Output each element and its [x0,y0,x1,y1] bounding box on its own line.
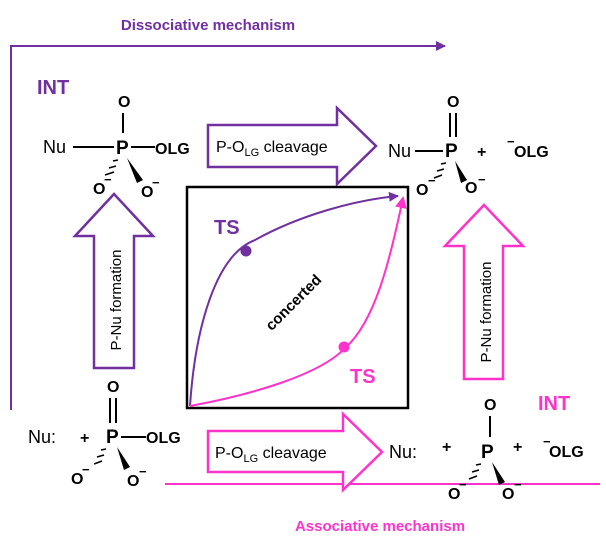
svg-text:−: − [82,462,90,477]
atom-o-top: O [484,397,496,414]
arrow-cleavage-bottom [206,411,384,493]
atom-o-right: O [127,473,139,490]
atom-olg: OLG [146,430,181,447]
concerted-pathway-box [185,185,410,410]
int-label-associative: INT [538,393,570,415]
svg-text:−: − [507,134,515,149]
atom-o-right: O [465,180,477,197]
molecule-phosphate-reactant: O Nu: + P OLG O − O − [28,379,181,490]
svg-text:−: − [152,175,160,190]
svg-text:−: − [459,477,467,492]
ts-label-pink: TS [350,366,376,388]
plus-sign-2: + [513,439,522,456]
atom-o-top: O [107,379,119,396]
atom-nu-colon: Nu: [28,427,56,447]
svg-text:−: − [139,464,147,479]
arrow-formation-right-label: P-Nu formation [478,262,495,363]
atom-nu: Nu [388,141,411,161]
atom-p: P [116,138,129,159]
molecule-metaphosphorane-intermediate: O Nu P OLG O − O − [43,94,190,201]
arrow-cleavage-top-label: P-OLG cleavage [216,139,328,159]
atom-o-left: O [71,471,83,488]
atom-o-top: O [447,94,459,111]
atom-p: P [106,427,119,448]
atom-nu: Nu [43,137,66,157]
atom-o-right: O [502,486,514,503]
ts-label-purple: TS [214,217,240,239]
dissociative-title: Dissociative mechanism [121,17,295,34]
arrow-cleavage-bottom-label: P-OLG cleavage [215,445,327,465]
atom-p: P [445,141,458,162]
arrow-formation-left-label: P-Nu formation [108,250,125,351]
arrow-formation-right [442,203,526,381]
svg-text:−: − [104,172,112,187]
atom-o-left: O [416,182,428,199]
plus-sign: + [477,144,486,161]
atom-o-left: O [93,181,105,198]
ts-point-purple [240,245,252,257]
atom-o-right: O [141,184,153,201]
svg-text:−: − [543,434,551,449]
dissociative-frame-line [10,41,446,410]
ts-point-pink [338,341,350,353]
atom-olg: OLG [155,141,190,158]
svg-text:−: − [478,172,486,187]
plus-sign: + [80,430,89,447]
leaving-group-olg: OLG [514,144,549,161]
atom-o-top: O [118,94,130,111]
atom-p: P [481,442,494,463]
purple-pathway-curve [189,191,399,407]
svg-text:−: − [514,477,522,492]
molecule-metaphosphate-intermediate: O Nu: + P + − OLG O − O − [389,397,584,503]
arrow-formation-left [72,192,156,370]
atom-nu-colon: Nu: [389,442,417,462]
arrow-cleavage-top [206,105,378,187]
plus-sign: + [442,439,451,456]
associative-title: Associative mechanism [295,518,465,535]
molecule-phosphate-product-top: O Nu P + − OLG O − O − [388,94,549,199]
svg-text:−: − [428,173,436,188]
atom-o-left: O [448,486,460,503]
leaving-group-olg: OLG [549,444,584,461]
int-label-dissociative: INT [37,77,69,99]
